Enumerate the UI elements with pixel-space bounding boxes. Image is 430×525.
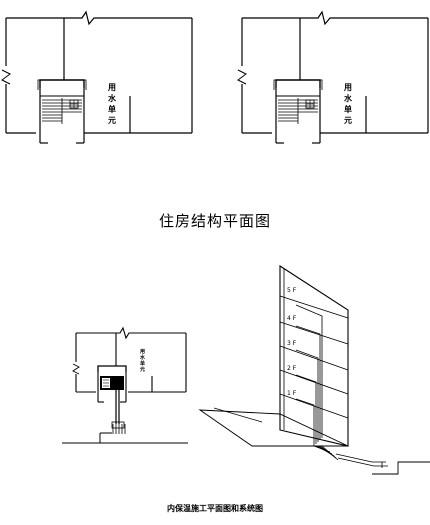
svg-text:用: 用 xyxy=(343,83,352,92)
svg-text:元: 元 xyxy=(140,366,145,373)
svg-text:元: 元 xyxy=(108,116,116,125)
svg-text:用: 用 xyxy=(107,83,116,92)
unit-label-right: 用 水 单 元 xyxy=(343,83,353,125)
svg-text:用: 用 xyxy=(139,348,145,355)
svg-text:5 F: 5 F xyxy=(287,287,297,294)
system-diagram xyxy=(198,264,430,475)
unit-label-left: 用 水 单 元 xyxy=(107,83,117,125)
svg-text:2 F: 2 F xyxy=(287,365,297,372)
svg-text:水: 水 xyxy=(343,93,353,103)
svg-text:单: 单 xyxy=(344,104,352,114)
svg-text:3 F: 3 F xyxy=(287,340,297,347)
caption-bottom: 内保温施工平面图和系统图 xyxy=(167,504,263,513)
unit-label-small: 用 水 单 元 xyxy=(139,348,146,373)
floor-plan-left xyxy=(1,11,193,144)
svg-text:单: 单 xyxy=(108,104,116,114)
svg-text:元: 元 xyxy=(344,116,352,125)
floor-labels: 5 F 4 F 3 F 2 F 1 F xyxy=(287,287,297,397)
floor-plan-right xyxy=(237,11,429,144)
svg-text:水: 水 xyxy=(107,93,117,103)
construction-plan xyxy=(62,326,188,444)
svg-text:4 F: 4 F xyxy=(287,315,297,322)
caption-top: 住房结构平面图 xyxy=(158,212,271,230)
svg-text:1 F: 1 F xyxy=(287,390,297,397)
svg-text:单: 单 xyxy=(140,360,145,367)
svg-text:水: 水 xyxy=(139,354,146,361)
